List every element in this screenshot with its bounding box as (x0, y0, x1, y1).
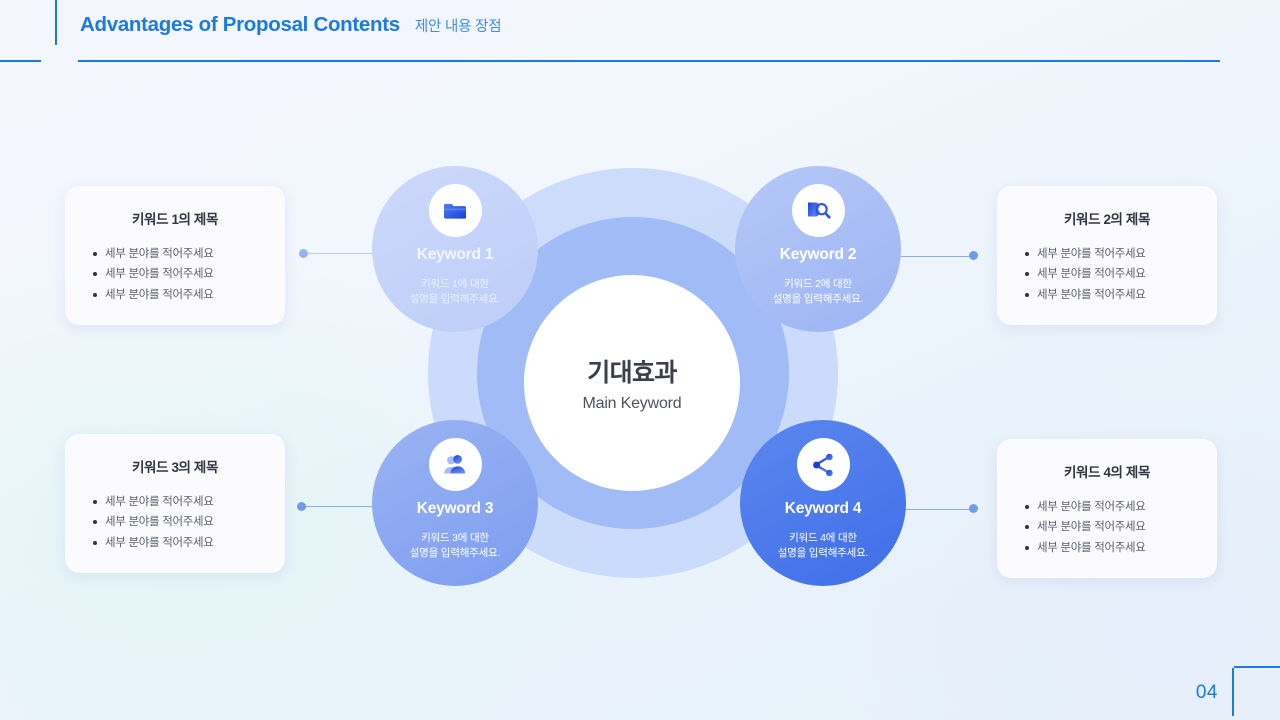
list-item: 세부 분야를 적어주세요 (1025, 264, 1199, 284)
info-card-1-list: 세부 분야를 적어주세요 세부 분야를 적어주세요 세부 분야를 적어주세요 (83, 244, 267, 305)
keyword-bubble-1-desc: 키워드 1에 대한 설명을 입력해주세요. (410, 277, 501, 307)
connector-dot-4 (969, 504, 978, 513)
slide-header: Advantages of Proposal Contents 제안 내용 장점 (0, 0, 1280, 62)
center-circle: 기대효과 Main Keyword (524, 275, 740, 491)
list-item: 세부 분야를 적어주세요 (1025, 497, 1199, 517)
list-item: 세부 분야를 적어주세요 (1025, 538, 1199, 558)
info-card-2-title: 키워드 2의 제목 (1064, 212, 1150, 227)
list-item: 세부 분야를 적어주세요 (93, 264, 267, 284)
list-item: 세부 분야를 적어주세요 (93, 244, 267, 264)
page-title-en: Advantages of Proposal Contents (80, 13, 400, 36)
desc-line-1: 키워드 3에 대한 (421, 532, 489, 544)
info-card-2-list: 세부 분야를 적어주세요 세부 분야를 적어주세요 세부 분야를 적어주세요 (1015, 244, 1199, 305)
info-card-4-list: 세부 분야를 적어주세요 세부 분야를 적어주세요 세부 분야를 적어주세요 (1015, 497, 1199, 558)
list-item: 세부 분야를 적어주세요 (1025, 517, 1199, 537)
share-icon (796, 438, 850, 491)
info-card-3-list: 세부 분야를 적어주세요 세부 분야를 적어주세요 세부 분야를 적어주세요 (83, 492, 267, 553)
footer-rule (1234, 666, 1280, 668)
header-rule-main (78, 60, 1220, 62)
connector-dot-1 (299, 249, 308, 258)
connector-line-4 (905, 509, 975, 510)
info-card-1-title: 키워드 1의 제목 (132, 212, 218, 227)
desc-line-2: 설명을 입력해주세요. (409, 292, 501, 305)
keyword-bubble-2-label: Keyword 2 (779, 246, 857, 263)
keyword-bubble-3-label: Keyword 3 (416, 500, 494, 517)
connector-line-3 (304, 506, 396, 507)
list-item: 세부 분야를 적어주세요 (93, 533, 267, 553)
connector-line-2 (900, 256, 975, 257)
connector-dot-2 (969, 251, 978, 260)
desc-line-1: 키워드 2에 대한 (784, 278, 852, 290)
keyword-bubble-1-label: Keyword 1 (416, 246, 494, 263)
keyword-bubble-2[interactable]: Keyword 2 키워드 2에 대한 설명을 입력해주세요. (735, 166, 901, 332)
desc-line-1: 키워드 4에 대한 (789, 532, 857, 544)
keyword-bubble-3-desc: 키워드 3에 대한 설명을 입력해주세요. (410, 531, 501, 561)
list-item: 세부 분야를 적어주세요 (93, 285, 267, 305)
keyword-bubble-2-desc: 키워드 2에 대한 설명을 입력해주세요. (773, 277, 864, 307)
desc-line-2: 설명을 입력해주세요. (772, 292, 864, 305)
header-rule-left (0, 60, 41, 62)
info-card-3-title: 키워드 3의 제목 (132, 460, 218, 475)
info-card-3[interactable]: 키워드 3의 제목 세부 분야를 적어주세요 세부 분야를 적어주세요 세부 분… (65, 434, 285, 574)
list-item: 세부 분야를 적어주세요 (1025, 285, 1199, 305)
page-title-ko: 제안 내용 장점 (414, 19, 502, 35)
folder-icon (428, 184, 482, 237)
info-card-4[interactable]: 키워드 4의 제목 세부 분야를 적어주세요 세부 분야를 적어주세요 세부 분… (997, 439, 1217, 579)
users-icon (428, 438, 482, 491)
list-item: 세부 분야를 적어주세요 (93, 492, 267, 512)
keyword-bubble-4[interactable]: Keyword 4 키워드 4에 대한 설명을 입력해주세요. (740, 420, 906, 586)
info-card-1[interactable]: 키워드 1의 제목 세부 분야를 적어주세요 세부 분야를 적어주세요 세부 분… (65, 186, 285, 326)
desc-line-1: 키워드 1에 대한 (421, 278, 489, 290)
desc-line-2: 설명을 입력해주세요. (777, 546, 869, 559)
keyword-bubble-4-label: Keyword 4 (784, 500, 862, 517)
info-card-2[interactable]: 키워드 2의 제목 세부 분야를 적어주세요 세부 분야를 적어주세요 세부 분… (997, 186, 1217, 326)
list-item: 세부 분야를 적어주세요 (93, 512, 267, 532)
header-accent-bar (55, 0, 57, 45)
connector-line-1 (306, 253, 394, 254)
list-item: 세부 분야를 적어주세요 (1025, 244, 1199, 264)
center-title: 기대효과 (587, 359, 677, 387)
info-card-4-title: 키워드 4의 제목 (1064, 465, 1150, 480)
connector-dot-3 (297, 502, 306, 511)
keyword-bubble-4-desc: 키워드 4에 대한 설명을 입력해주세요. (778, 531, 869, 561)
search-icon (791, 184, 845, 237)
keyword-bubble-1[interactable]: Keyword 1 키워드 1에 대한 설명을 입력해주세요. (372, 166, 538, 332)
center-subtitle: Main Keyword (582, 395, 682, 412)
keyword-bubble-3[interactable]: Keyword 3 키워드 3에 대한 설명을 입력해주세요. (372, 420, 538, 586)
header-titles: Advantages of Proposal Contents 제안 내용 장점 (80, 13, 502, 37)
desc-line-2: 설명을 입력해주세요. (409, 546, 501, 559)
page-number: 04 (1195, 682, 1218, 703)
footer-accent-bar (1232, 668, 1234, 716)
